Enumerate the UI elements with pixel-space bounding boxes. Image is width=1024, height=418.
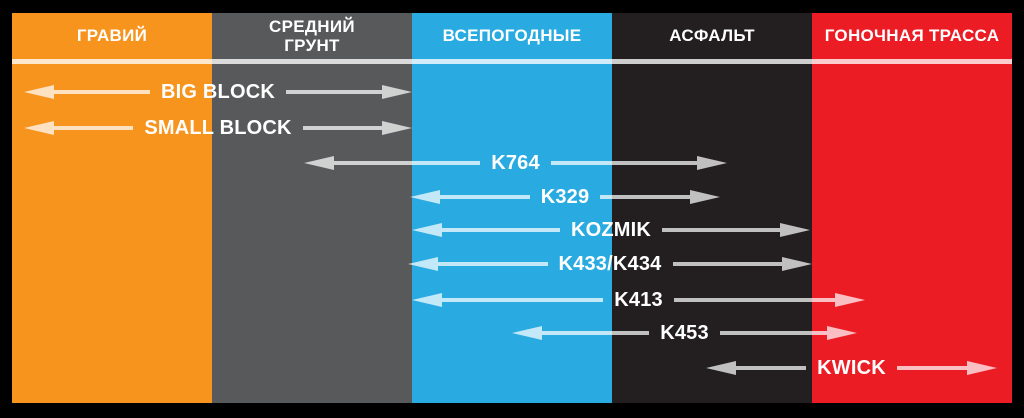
- tire-label-kwick: KWICK: [817, 356, 886, 379]
- tire-row-k413: K413: [412, 286, 865, 314]
- tire-label-k433-k434: K433/K434: [558, 252, 662, 275]
- tire-label-k453: K453: [660, 321, 709, 344]
- arrow-line-left: [442, 228, 560, 232]
- arrow-line-left: [736, 366, 807, 370]
- arrow-line-right: [662, 228, 781, 232]
- tire-row-k453: K453: [512, 319, 857, 347]
- arrow-line-left: [438, 262, 548, 266]
- arrow-left-icon: [512, 326, 542, 340]
- arrow-left-icon: [706, 361, 736, 375]
- tire-label-big-block: BIG BLOCK: [160, 80, 276, 103]
- arrow-left-icon: [412, 293, 442, 307]
- arrow-line-left: [442, 298, 604, 302]
- arrow-left-icon: [408, 257, 438, 271]
- arrow-left-icon: [410, 190, 440, 204]
- arrow-right-icon: [782, 257, 813, 271]
- arrow-line-left: [440, 195, 530, 199]
- tire-label-k764: K764: [491, 151, 540, 174]
- arrow-line-left: [54, 126, 134, 130]
- arrow-line-right: [550, 161, 697, 165]
- arrow-right-icon: [697, 156, 727, 170]
- column-gravel: ГРАВИЙ: [12, 13, 212, 403]
- arrow-right-icon: [382, 121, 413, 135]
- arrow-right-icon: [967, 361, 998, 375]
- column-asphalt: АСФАЛЬТ: [612, 13, 812, 403]
- tire-row-k329: K329: [410, 183, 720, 211]
- tire-row-small-block: SMALL BLOCK: [24, 114, 413, 142]
- arrow-left-icon: [24, 85, 54, 99]
- column-header-asphalt: АСФАЛЬТ: [669, 26, 755, 46]
- arrow-line-left: [334, 161, 481, 165]
- chart-area: ГРАВИЙ СРЕДНИЙ ГРУНТ ВСЕПОГОДНЫЕ АСФАЛЬТ ГОН…: [12, 13, 1012, 403]
- arrow-left-icon: [412, 223, 442, 237]
- tire-label-small-block: SMALL BLOCK: [144, 116, 292, 139]
- arrow-right-icon: [690, 190, 720, 204]
- arrow-line-right: [672, 262, 783, 266]
- arrow-line-right: [896, 366, 968, 370]
- arrow-left-icon: [24, 121, 54, 135]
- column-header-race-track: ГОНОЧНАЯ ТРАССА: [824, 26, 1000, 46]
- arrow-right-icon: [827, 326, 857, 340]
- arrow-line-right: [302, 126, 383, 130]
- tire-row-k433-k434: K433/K434: [408, 250, 813, 278]
- tire-label-k329: K329: [540, 185, 590, 208]
- arrow-right-icon: [835, 293, 865, 307]
- column-header-all-weather: ВСЕПОГОДНЫЕ: [442, 26, 582, 46]
- column-header-gravel: ГРАВИЙ: [76, 26, 148, 46]
- arrow-line-right: [719, 331, 827, 335]
- arrow-left-icon: [304, 156, 334, 170]
- arrow-line-left: [54, 90, 150, 94]
- arrow-line-right: [286, 90, 382, 94]
- arrow-line-left: [542, 331, 650, 335]
- tire-row-big-block: BIG BLOCK: [24, 78, 412, 106]
- arrow-line-right: [600, 195, 690, 199]
- tire-label-kozmik: KOZMIK: [570, 218, 652, 241]
- arrow-right-icon: [780, 223, 811, 237]
- column-header-medium-ground: СРЕДНИЙ ГРУНТ: [269, 16, 355, 55]
- header-separator: [12, 59, 1012, 64]
- tire-label-k413: K413: [614, 288, 663, 311]
- tire-row-kozmik: KOZMIK: [412, 216, 811, 244]
- tire-row-kwick: KWICK: [706, 354, 998, 382]
- arrow-line-right: [673, 298, 835, 302]
- column-medium-ground: СРЕДНИЙ ГРУНТ: [212, 13, 412, 403]
- tire-row-k764: K764: [304, 149, 727, 177]
- arrow-right-icon: [382, 85, 412, 99]
